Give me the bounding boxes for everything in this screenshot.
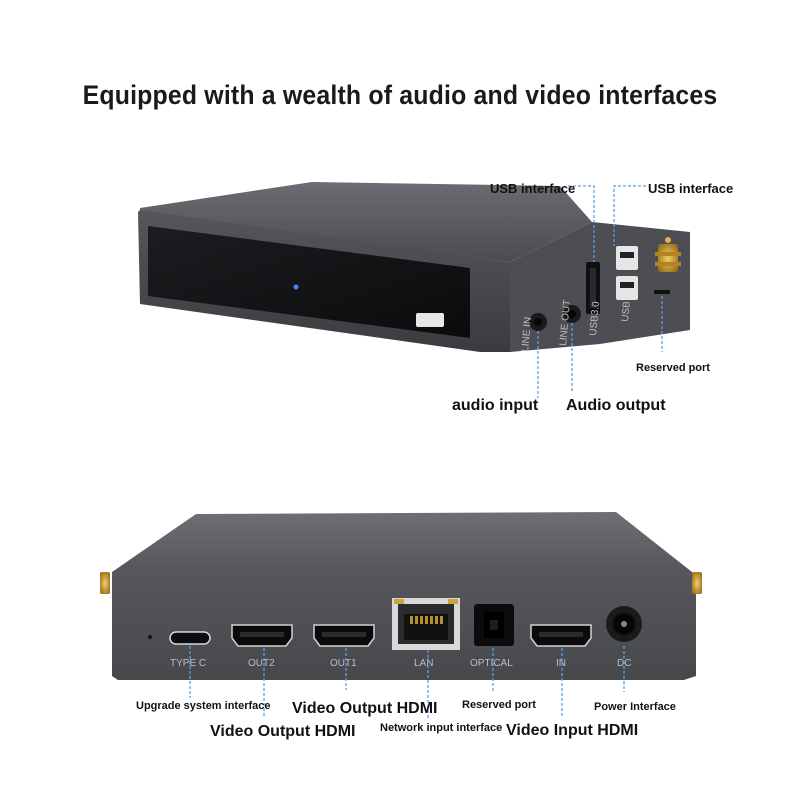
- top-device-top-face: [140, 182, 592, 262]
- right-antenna-icon: [692, 572, 702, 594]
- bottom-device: TYPE C OUT2 OUT1 LAN OPTICAL IN DC: [100, 512, 702, 718]
- power-interface-label: Power Interface: [594, 701, 676, 713]
- usb3-mark: USB3.0: [588, 301, 602, 337]
- top-leader-lines: [537, 185, 663, 398]
- led-indicator: [293, 284, 299, 290]
- usb-mark: USB: [620, 300, 633, 322]
- type-c-port: [169, 631, 211, 645]
- usb-interface-label-right: USB interface: [648, 181, 734, 196]
- out1-mark: OUT1: [330, 658, 357, 669]
- reserved-port-label-top: Reserved port: [636, 362, 710, 374]
- line-out-mark: LINE OUT: [558, 299, 573, 346]
- video-output-hdmi-label-2: Video Output HDMI: [292, 700, 438, 717]
- audio-input-label: audio input: [452, 397, 539, 414]
- reserved-slot: [654, 290, 670, 294]
- video-output-hdmi-label-1: Video Output HDMI: [210, 723, 356, 740]
- reserved-port-label-bottom: Reserved port: [462, 699, 536, 711]
- left-antenna-icon: [100, 572, 110, 594]
- network-input-interface-label: Network input interface: [380, 722, 503, 734]
- line-in-mark: LINE IN: [520, 316, 534, 352]
- front-display-panel: [148, 226, 470, 338]
- optical-mark: OPTICAL: [470, 658, 513, 669]
- reset-hole: [148, 635, 152, 639]
- out2-mark: OUT2: [248, 658, 275, 669]
- sma-connector-icon: [655, 237, 681, 272]
- usb-interface-label-left: USB interface: [490, 181, 576, 196]
- bottom-leader-lines: [189, 646, 625, 718]
- hdmi-in-port: [530, 624, 592, 647]
- bottom-device-top-face: [112, 512, 692, 572]
- top-device: LINE IN LINE OUT USB3.0 USB: [138, 182, 690, 398]
- in-mark: IN: [556, 658, 566, 669]
- page-title: Equipped with a wealth of audio and vide…: [82, 80, 718, 110]
- upgrade-system-interface-label: Upgrade system interface: [136, 700, 271, 712]
- type-c-mark: TYPE C: [170, 658, 206, 669]
- dc-power-port: [606, 606, 642, 642]
- lan-mark: LAN: [414, 658, 433, 669]
- audio-output-label: Audio output: [566, 397, 666, 414]
- hdmi-out1-port: [313, 624, 375, 647]
- ir-window: [416, 313, 444, 327]
- optical-port: [474, 604, 514, 646]
- video-input-hdmi-label: Video Input HDMI: [506, 722, 639, 739]
- lan-port: [392, 598, 460, 650]
- hdmi-out2-port: [231, 624, 293, 647]
